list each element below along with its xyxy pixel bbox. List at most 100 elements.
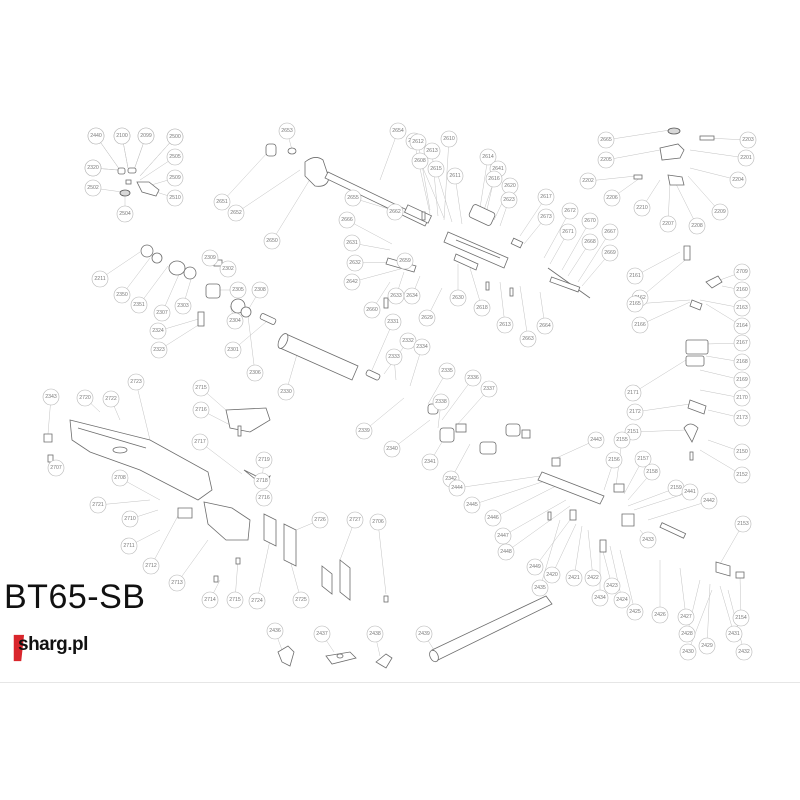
callout-number: 2424 (616, 597, 628, 603)
part-callout: 2336 (464, 369, 482, 387)
callout-number: 2613 (499, 322, 511, 328)
callout-number: 2620 (504, 183, 516, 189)
callout-circle (418, 309, 436, 327)
part-callout: 2157 (634, 450, 652, 468)
part-callout: 2443 (587, 431, 605, 449)
callout-number: 2159 (670, 485, 682, 491)
callout-circle (201, 249, 219, 267)
callout-number: 2659 (399, 258, 411, 264)
callout-circle (603, 189, 621, 207)
safety-cluster-top-right (633, 127, 715, 186)
callout-circle (446, 167, 464, 185)
callout-number: 2706 (372, 519, 384, 525)
part-callout: 2608 (411, 152, 429, 170)
callout-circle (87, 127, 105, 145)
callout-number: 2324 (152, 328, 164, 334)
part-callout: 2150 (733, 443, 751, 461)
part-callout: 2426 (651, 606, 669, 624)
part-callout: 2436 (266, 622, 284, 640)
part-callout: 2433 (639, 531, 657, 549)
callout-circle (153, 304, 171, 322)
callout-circle (363, 301, 381, 319)
part-callout: 2350 (113, 286, 131, 304)
part-callout: 2714 (201, 591, 219, 609)
callout-number: 2664 (539, 323, 551, 329)
trigger-parts-right (683, 245, 723, 443)
part-callout: 2667 (601, 223, 619, 241)
part-callout: 2166 (631, 316, 649, 334)
callout-number: 2157 (637, 456, 649, 462)
callout-number: 2421 (568, 575, 580, 581)
part-callout: 2630 (449, 289, 467, 307)
model-label: BT65-SB (4, 578, 146, 616)
callout-circle (396, 252, 414, 270)
leader-line (632, 429, 687, 433)
part-callout: 2434 (591, 589, 609, 607)
callout-circle (251, 281, 269, 299)
callout-number: 2422 (587, 575, 599, 581)
leader-line (706, 583, 711, 647)
callout-number: 2665 (600, 137, 612, 143)
part-callout: 2634 (403, 287, 421, 305)
part-callout: 2706 (369, 513, 387, 531)
callout-number: 2723 (130, 379, 142, 385)
callout-circle (737, 149, 755, 167)
leader-line (639, 301, 691, 326)
part-callout: 2158 (643, 463, 661, 481)
callout-circle (346, 511, 364, 529)
callout-circle (266, 622, 284, 640)
part-callout: 2301 (224, 341, 242, 359)
part-callout: 2170 (733, 389, 751, 407)
callout-number: 2504 (119, 211, 131, 217)
callout-circle (559, 223, 577, 241)
part-callout: 2662 (386, 203, 404, 221)
part-callout: 2430 (679, 643, 697, 661)
callout-circle (432, 393, 450, 411)
part-callout: 2632 (346, 254, 364, 272)
callout-circle (626, 267, 644, 285)
part-callout: 2446 (484, 509, 502, 527)
part-callout: 2510 (166, 189, 184, 207)
callout-circle (734, 515, 752, 533)
callout-number: 2667 (604, 229, 616, 235)
callout-number: 2715 (229, 597, 241, 603)
part-callout: 2617 (537, 188, 555, 206)
callout-number: 2671 (562, 229, 574, 235)
leader-line (627, 487, 677, 507)
part-callout: 2659 (396, 252, 414, 270)
part-callout: 2629 (418, 309, 436, 327)
part-callout: 2431 (725, 625, 743, 643)
part-callout: 2449 (526, 558, 544, 576)
callout-number: 2350 (116, 292, 128, 298)
callout-circle (587, 431, 605, 449)
leader-line (539, 519, 561, 589)
leader-line (534, 519, 571, 568)
callout-number: 2151 (627, 429, 639, 435)
part-callout: 2448 (497, 543, 515, 561)
callout-circle (733, 443, 751, 461)
part-callout: 2500 (166, 128, 184, 146)
callout-number: 2428 (681, 631, 693, 637)
callout-circle (473, 299, 491, 317)
callout-number: 2707 (50, 465, 62, 471)
leader-line (551, 523, 577, 576)
leader-line (519, 285, 529, 340)
part-callout: 2304 (226, 312, 244, 330)
callout-number: 2725 (295, 597, 307, 603)
callout-circle (227, 204, 245, 222)
callout-circle (440, 130, 458, 148)
bolt-assembly (537, 457, 745, 579)
cylinder-cap-top (265, 143, 330, 187)
part-callout: 2351 (130, 296, 148, 314)
part-callout: 2153 (734, 515, 752, 533)
leader-line (377, 521, 387, 595)
callout-number: 2433 (642, 537, 654, 543)
part-callout: 2432 (735, 643, 753, 661)
callout-circle (733, 334, 751, 352)
callout-number: 2673 (540, 214, 552, 220)
part-callout: 2154 (732, 609, 750, 627)
brand-logo-mark (13, 634, 25, 662)
callout-circle (463, 496, 481, 514)
part-callout: 2172 (626, 403, 644, 421)
callout-circle (733, 317, 751, 335)
